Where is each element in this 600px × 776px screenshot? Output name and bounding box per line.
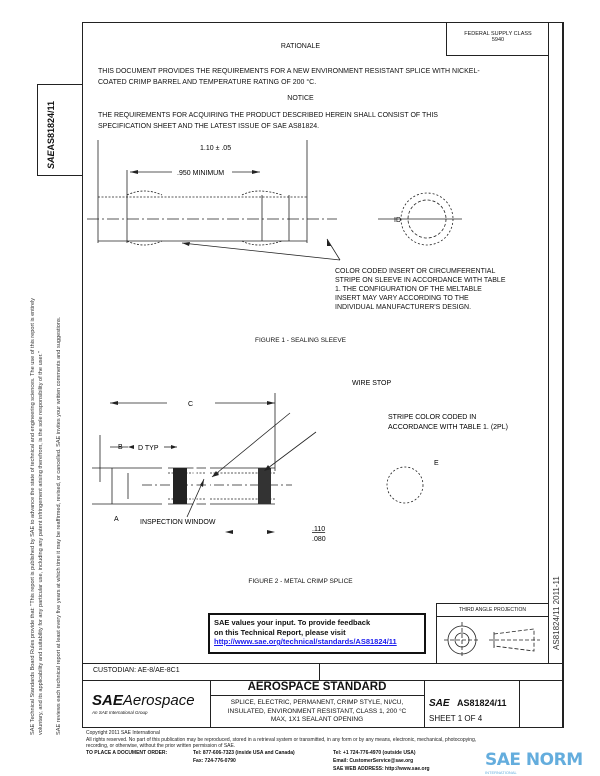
frame-inner-right <box>548 22 549 663</box>
watermark-sub: INTERNATIONAL <box>485 770 517 775</box>
fig1-note: COLOR CODED INSERT OR CIRCUMFERENTIAL ST… <box>335 267 506 312</box>
title-line: INSULATED, ENVIRONMENT RESISTANT, CLASS … <box>227 707 407 715</box>
email: Email: CustomerService@sae.org <box>333 758 414 764</box>
fig2-inspection-window: INSPECTION WINDOW <box>140 519 216 526</box>
web-address: SAE WEB ADDRESS: http://www.sae.org <box>333 766 430 772</box>
projection-box: THIRD ANGLE PROJECTION <box>436 603 549 664</box>
rationale-line-2: COATED CRIMP BARREL AND TEMPERATURE RATI… <box>98 79 317 86</box>
title-line: MAX, 1X1 SEALANT OPENING <box>270 716 364 723</box>
frame-left <box>82 22 83 728</box>
figure-2-caption: FIGURE 2 - METAL CRIMP SPLICE <box>248 578 353 585</box>
title-divider-h <box>210 695 424 696</box>
title-divider-1 <box>210 680 211 728</box>
doc-sae-logo: SAE <box>429 698 450 709</box>
projection-label: THIRD ANGLE PROJECTION <box>437 604 548 617</box>
fig2-stripe-note-2: ACCORDANCE WITH TABLE 1. (2PL) <box>388 424 508 431</box>
aerospace-standard-heading: AEROSPACE STANDARD <box>247 681 387 693</box>
side-doc-id: AS81824/11 <box>46 100 56 151</box>
title-divider-3 <box>519 680 520 728</box>
third-angle-projection-icon <box>444 622 540 658</box>
fig1-note-line: INSERT MAY VARY ACCORDING TO THE <box>335 295 469 302</box>
notice-line-2: SPECIFICATION SHEET AND THE LATEST ISSUE… <box>98 123 320 130</box>
custodian-row-top <box>82 663 563 664</box>
fig2-e-label: E <box>434 460 439 467</box>
watermark-text: SAE NORM <box>485 750 583 770</box>
custodian: CUSTODIAN: AE-8/AE-8C1 <box>93 667 180 674</box>
tel-us: Tel: 877-606-7323 (inside USA and Canada… <box>193 750 295 756</box>
disclaimer-line-1: SAE Technical Standards Board Rules prov… <box>30 297 36 735</box>
fig2-c-label: C <box>188 401 193 408</box>
fig2-b-label: B <box>118 444 123 451</box>
document-title: SPLICE, ELECTRIC, PERMANENT, CRIMP STYLE… <box>210 699 424 725</box>
tel-intl: Tel: +1 724-776-4970 (outside USA) <box>333 750 416 756</box>
frame-top <box>82 22 563 23</box>
fig1-note-line: STRIPE ON SLEEVE IN ACCORDANCE WITH TABL… <box>335 277 506 284</box>
fig2-dim-lower: .080 <box>312 536 326 543</box>
doc-number-cell: SAE AS81824/11 SHEET 1 OF 4 <box>429 693 507 723</box>
figure-1-caption: FIGURE 1 - SEALING SLEEVE <box>254 337 347 344</box>
logo-sae: SAE <box>92 692 123 709</box>
sae-side-logo: SAE <box>46 150 56 169</box>
title-divider-2 <box>424 680 425 728</box>
disclaimer-line-3: SAE reviews each technical report at lea… <box>56 316 62 735</box>
order-label: TO PLACE A DOCUMENT ORDER: <box>86 750 168 756</box>
doc-number: AS81824/11 <box>457 698 507 708</box>
custodian-divider <box>319 663 320 680</box>
title-block <box>82 680 564 728</box>
feedback-box: SAE values your input. To provide feedba… <box>208 613 426 654</box>
rights: All rights reserved. No part of this pub… <box>86 736 477 743</box>
fig1-id-label: ID <box>394 217 401 224</box>
fig1-note-line: COLOR CODED INSERT OR CIRCUMFERENTIAL <box>335 268 496 275</box>
fig1-dim-min: .950 MINIMUM <box>177 170 224 177</box>
figure-1-drawing: 1.10 ± .05 .950 MINIMUM ID <box>87 140 462 261</box>
sae-aerospace-logo: SAEAerospace An SAE International Group <box>92 692 195 715</box>
title-line: SPLICE, ELECTRIC, PERMANENT, CRIMP STYLE… <box>230 699 404 706</box>
notice-line-1: THE REQUIREMENTS FOR ACQUIRING THE PRODU… <box>98 112 438 119</box>
fsc-label: FEDERAL SUPPLY CLASS <box>464 31 532 37</box>
sae-norm-watermark: SAE NORM INTERNATIONAL <box>485 750 583 776</box>
disclaimer-line-2: voluntary, and its applicability and sui… <box>38 351 44 735</box>
feedback-line-2: on this Technical Report, please visit <box>214 627 346 637</box>
fig1-note-line: 1. THE CONFIGURATION OF THE MELTABLE <box>335 286 482 293</box>
sheet-number: SHEET 1 OF 4 <box>429 714 483 723</box>
federal-supply-class-box: FEDERAL SUPPLY CLASS 5940 <box>446 22 549 56</box>
feedback-link[interactable]: http://www.sae.org/technical/standards/A… <box>214 637 397 646</box>
fig2-a-label: A <box>114 516 119 523</box>
fig2-dim-upper: .110 <box>312 526 325 533</box>
rationale-heading: RATIONALE <box>280 43 321 50</box>
fig1-dim-overall: 1.10 ± .05 <box>200 145 231 152</box>
side-id-box: SAEAS81824/11 <box>37 84 83 176</box>
fig2-stripe-note-1: STRIPE COLOR CODED IN <box>388 414 476 421</box>
figure-2-drawing: WIRE STOP C STRIPE COLOR CODED IN ACCORD… <box>92 380 508 543</box>
logo-sub: An SAE International Group <box>92 710 148 715</box>
copyright: Copyright 2011 SAE International <box>86 730 160 736</box>
feedback-line-1: SAE values your input. To provide feedba… <box>214 618 371 627</box>
fax: Fax: 724-776-0790 <box>193 758 236 764</box>
rationale-line-1: THIS DOCUMENT PROVIDES THE REQUIREMENTS … <box>98 68 480 75</box>
footer: Copyright 2011 SAE International All rig… <box>86 730 476 750</box>
fig2-wire-stop: WIRE STOP <box>352 380 391 387</box>
fsc-code: 5940 <box>491 37 505 43</box>
fig2-d-typ: D TYP <box>138 445 159 452</box>
logo-aerospace: Aerospace <box>122 692 195 709</box>
rights-2: recording, or otherwise, without the pri… <box>86 743 236 749</box>
fig1-note-line: INDIVIDUAL MANUFACTURER'S DESIGN. <box>335 304 472 311</box>
right-strip-id: AS81824/11 2011-11 <box>552 576 561 650</box>
notice-heading: NOTICE <box>287 95 314 102</box>
frame-right <box>562 22 564 728</box>
